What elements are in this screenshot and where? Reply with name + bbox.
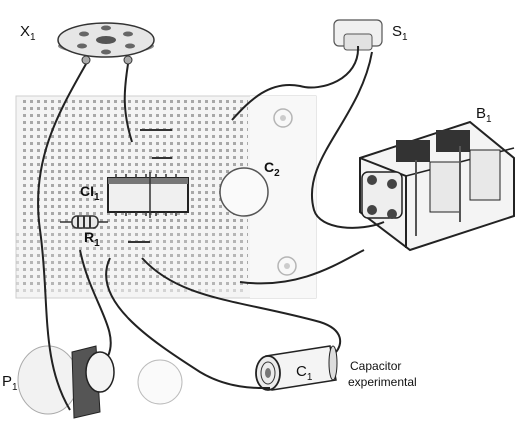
mounting-hole	[284, 263, 290, 269]
capacitor-c2	[219, 167, 269, 217]
label-p1: P1	[2, 373, 18, 393]
potentiometer-p1	[17, 345, 183, 419]
label-x1: X1	[20, 23, 36, 43]
mounting-hole	[277, 256, 297, 276]
label-capacitor-line1: Capacitor	[350, 359, 401, 373]
label-capacitor-line2: experimental	[348, 375, 417, 389]
wires	[37, 45, 385, 411]
piezo-transducer-x1	[57, 22, 155, 65]
resistor-r1	[60, 215, 108, 229]
integrated-circuit-ci1	[107, 172, 189, 218]
mounting-hole	[280, 115, 286, 121]
switch-s1	[333, 19, 383, 51]
label-c1: C1	[296, 363, 313, 383]
battery-holder-b1	[359, 120, 515, 252]
mounting-hole	[273, 108, 293, 128]
label-ci1: CI1	[80, 183, 100, 203]
label-b1: B1	[476, 105, 492, 125]
jumper-wires	[128, 129, 172, 243]
capacitor-c1	[255, 345, 338, 391]
label-r1: R1	[84, 229, 100, 249]
label-c2: C2	[264, 159, 280, 179]
label-s1: S1	[392, 23, 408, 43]
